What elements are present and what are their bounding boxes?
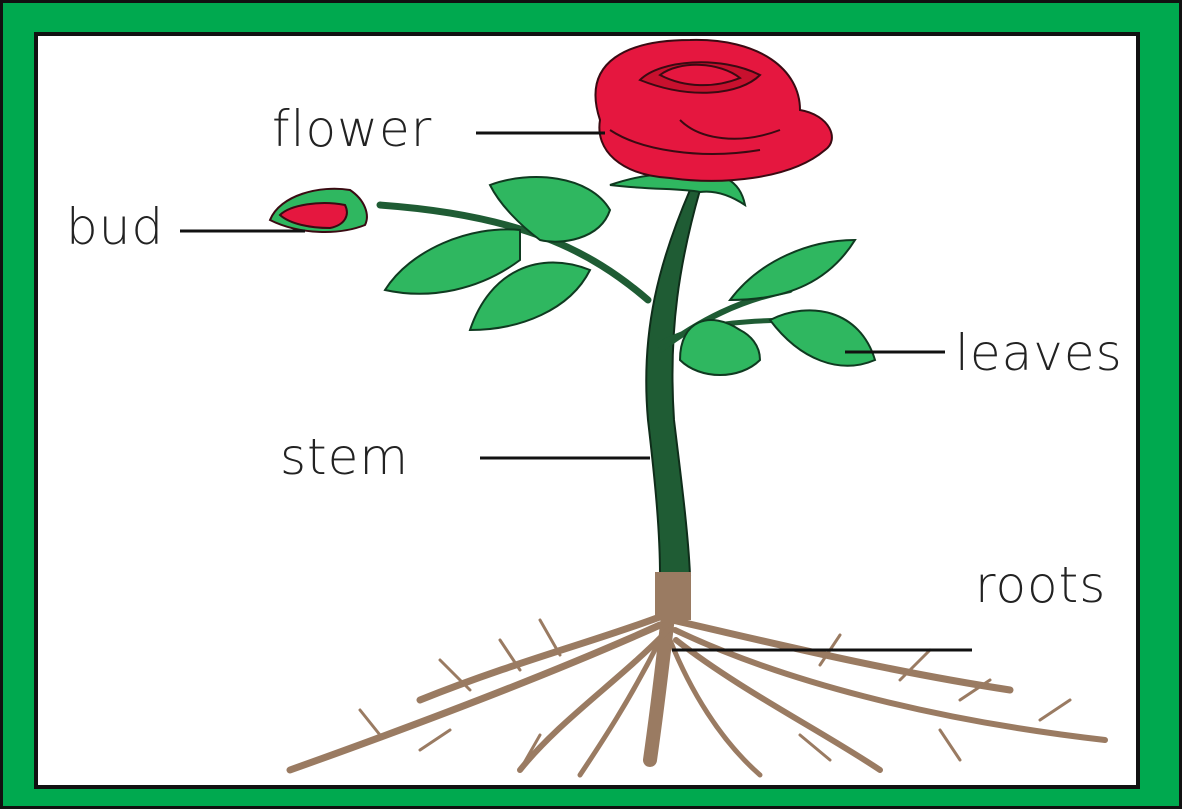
stem-base xyxy=(655,572,691,620)
rose-flower-illustration xyxy=(596,40,832,181)
label-leaves: leaves xyxy=(955,328,1123,378)
bud-illustration xyxy=(270,189,367,232)
label-bud: bud xyxy=(66,202,164,252)
label-roots: roots xyxy=(975,560,1106,610)
stem-illustration xyxy=(646,190,700,575)
roots-illustration xyxy=(290,600,1105,775)
leaves-illustration xyxy=(385,177,875,375)
label-flower: flower xyxy=(272,104,432,154)
label-stem: stem xyxy=(280,432,409,482)
